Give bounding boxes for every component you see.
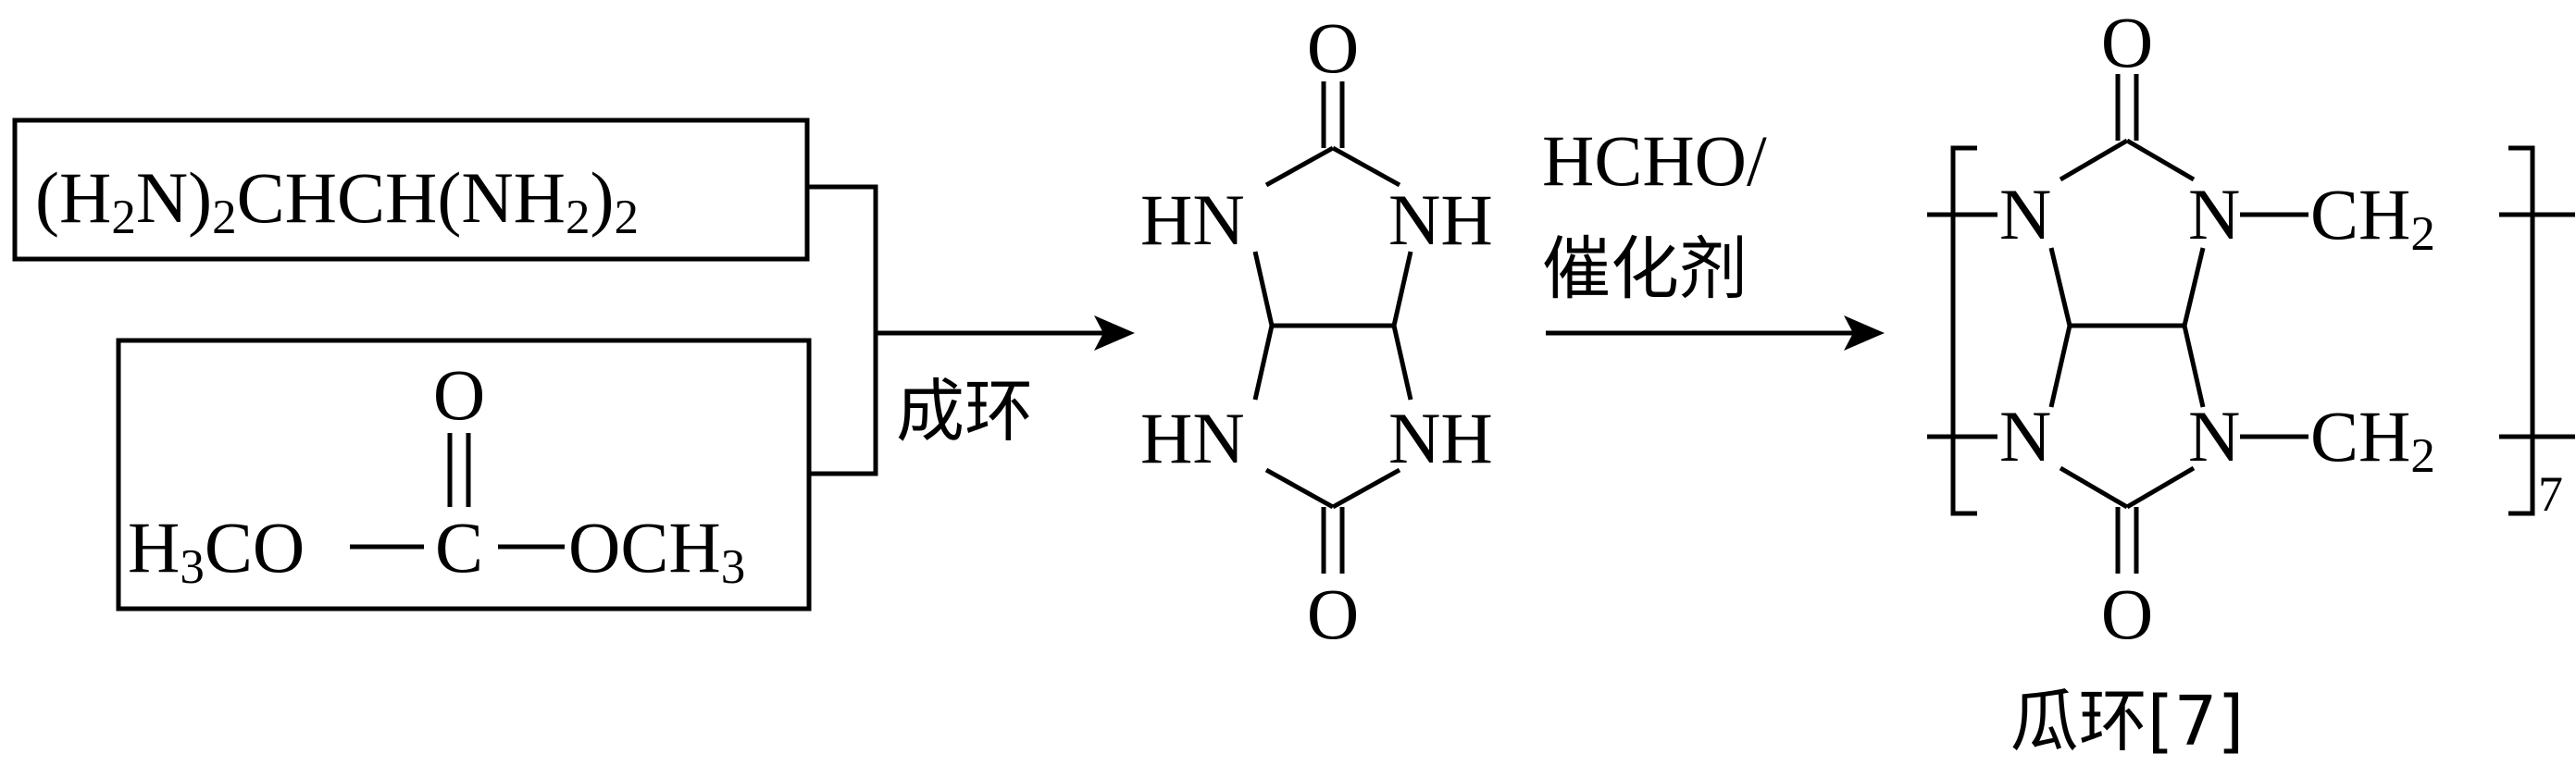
glycoluril-nh-top: NH — [1388, 179, 1493, 260]
glycoluril-bond — [1391, 325, 1413, 401]
carbonate-center-carbon: C — [435, 507, 483, 587]
diamine-box — [12, 117, 810, 262]
product-n-top-right: N — [2188, 174, 2240, 254]
product-bond — [2059, 465, 2129, 510]
product-bond — [2059, 138, 2129, 182]
product-n-bottom-left: N — [1999, 396, 2051, 476]
repeat-bracket-right — [2508, 145, 2535, 516]
product-bond — [2048, 247, 2072, 327]
product-bottom-oxygen: O — [2101, 574, 2153, 654]
product-bond — [2182, 247, 2206, 327]
glycoluril-hn-bottom: HN — [1140, 398, 1245, 478]
product-bond — [2182, 325, 2206, 408]
glycoluril-bond — [1264, 145, 1335, 188]
reaction-arrow-2-head — [1844, 315, 1885, 351]
product-n-top-left: N — [1999, 174, 2051, 254]
glycoluril-bond — [1252, 325, 1275, 401]
step2-catalyst: 催化剂 — [1542, 229, 1748, 309]
product-n-bottom-right: N — [2188, 396, 2240, 476]
product-top-oxygen: O — [2101, 2, 2153, 82]
repeat-count: 7 — [2538, 466, 2563, 522]
product-bond — [2125, 138, 2196, 182]
product-name: 瓜环[7] — [2010, 682, 2245, 761]
glycoluril-bottom-oxygen: O — [1307, 574, 1359, 654]
glycoluril-nh-bottom: NH — [1388, 398, 1493, 478]
glycoluril-bond — [1264, 467, 1335, 510]
carbonate-oxygen: O — [433, 354, 485, 435]
glycoluril-structure: O HN NH HN NH O — [1140, 7, 1493, 654]
glycoluril-bond — [1331, 145, 1401, 188]
cucurbituril-structure: 7 O N N CH2 N N CH2 O — [1927, 2, 2575, 654]
glycoluril-hn-top: HN — [1140, 179, 1245, 260]
carbonate-left-group: H3CO — [128, 507, 305, 594]
combine-bracket — [807, 184, 878, 476]
glycoluril-top-oxygen: O — [1307, 7, 1359, 88]
glycoluril-bond — [1391, 251, 1413, 327]
step2-reagent: HCHO/ — [1542, 120, 1767, 201]
diamine-formula: (H2N)2CHCH(NH2)2 — [35, 157, 639, 244]
product-ch2-bottom: CH2 — [2310, 396, 2435, 483]
product-bond — [2048, 325, 2072, 408]
product-bond — [2125, 465, 2196, 510]
product-ch2-top: CH2 — [2310, 174, 2435, 261]
carbonate-right-group: OCH3 — [568, 507, 745, 594]
reaction-arrow-1-head — [1094, 315, 1135, 351]
glycoluril-bond — [1252, 251, 1275, 327]
step1-label: 成环 — [896, 372, 1033, 451]
repeat-bracket-left — [1950, 145, 1977, 516]
glycoluril-bond — [1331, 467, 1401, 510]
